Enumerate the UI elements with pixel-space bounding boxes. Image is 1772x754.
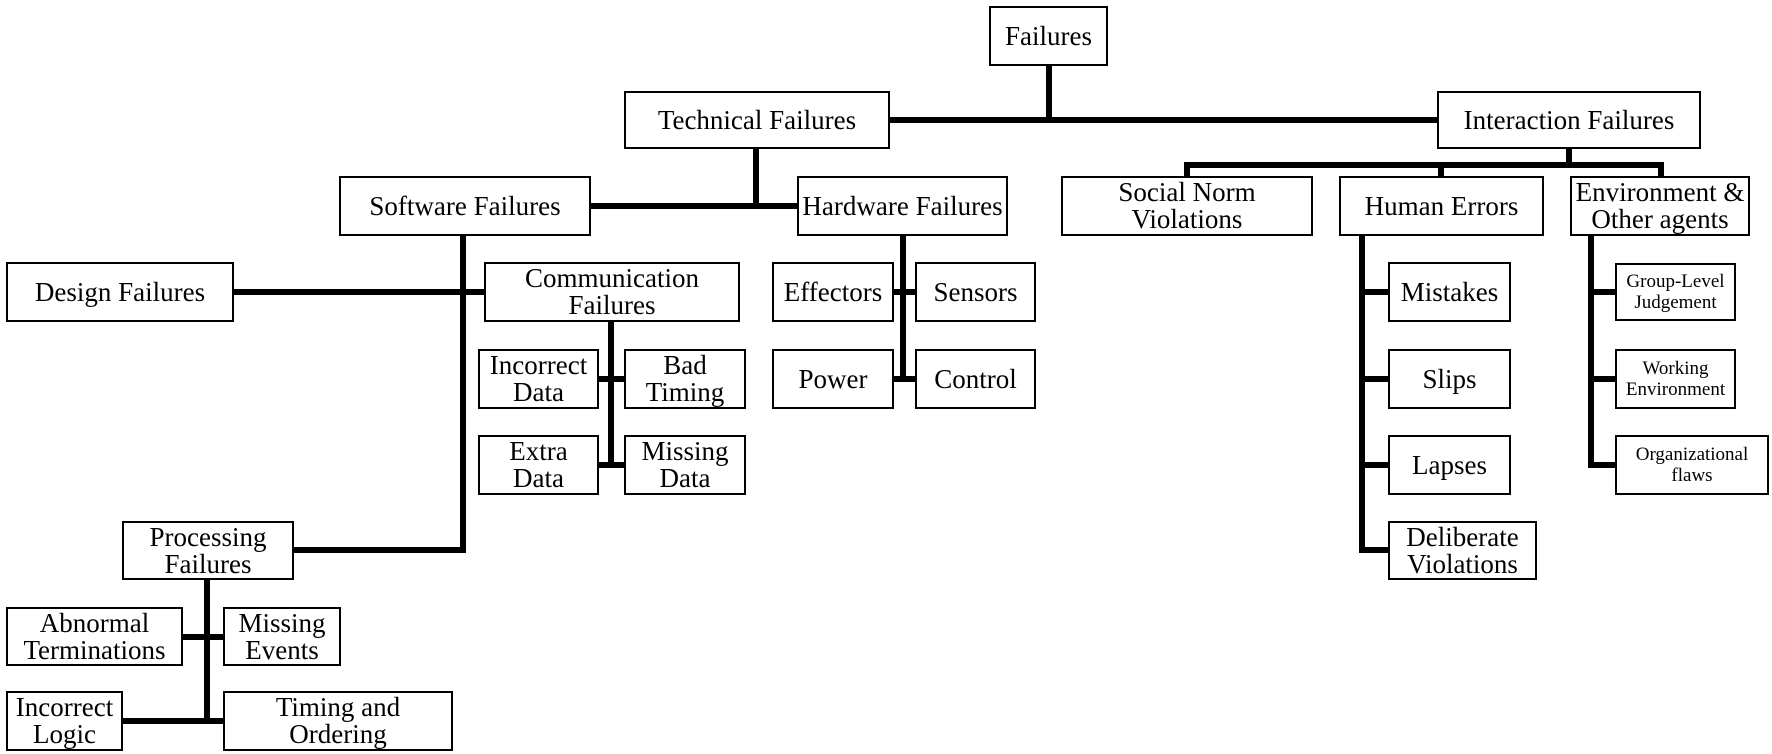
node-environment-other-agents: Environment & Other agents	[1570, 176, 1750, 236]
node-hardware-failures: Hardware Failures	[797, 176, 1008, 236]
node-incorrect-data: Incorrect Data	[478, 349, 599, 409]
node-human-errors: Human Errors	[1339, 176, 1544, 236]
node-working-environment: Working Environment	[1615, 349, 1736, 409]
node-lapses: Lapses	[1388, 435, 1511, 495]
node-extra-data: Extra Data	[478, 435, 599, 495]
node-sensors: Sensors	[915, 262, 1036, 322]
node-power: Power	[772, 349, 894, 409]
node-control: Control	[915, 349, 1036, 409]
node-timing-and-ordering: Timing and Ordering	[223, 691, 453, 751]
node-slips: Slips	[1388, 349, 1511, 409]
node-communication-failures: Communication Failures	[484, 262, 740, 322]
node-organizational-flaws: Organizational flaws	[1615, 435, 1769, 495]
node-design-failures: Design Failures	[6, 262, 234, 322]
node-abnormal-terminations: Abnormal Terminations	[6, 607, 183, 666]
node-technical-failures: Technical Failures	[624, 91, 890, 149]
node-failures: Failures	[989, 6, 1108, 66]
node-mistakes: Mistakes	[1388, 262, 1511, 322]
node-social-norm-violations: Social Norm Violations	[1061, 176, 1313, 236]
node-processing-failures: Processing Failures	[122, 521, 294, 580]
node-missing-data: Missing Data	[624, 435, 746, 495]
node-group-level-judgement: Group-Level Judgement	[1615, 263, 1736, 321]
node-interaction-failures: Interaction Failures	[1437, 91, 1701, 149]
node-effectors: Effectors	[772, 262, 894, 322]
node-software-failures: Software Failures	[339, 176, 591, 236]
node-deliberate-violations: Deliberate Violations	[1388, 521, 1537, 580]
node-missing-events: Missing Events	[223, 607, 341, 666]
node-incorrect-logic: Incorrect Logic	[6, 691, 123, 751]
node-bad-timing: Bad Timing	[624, 349, 746, 409]
